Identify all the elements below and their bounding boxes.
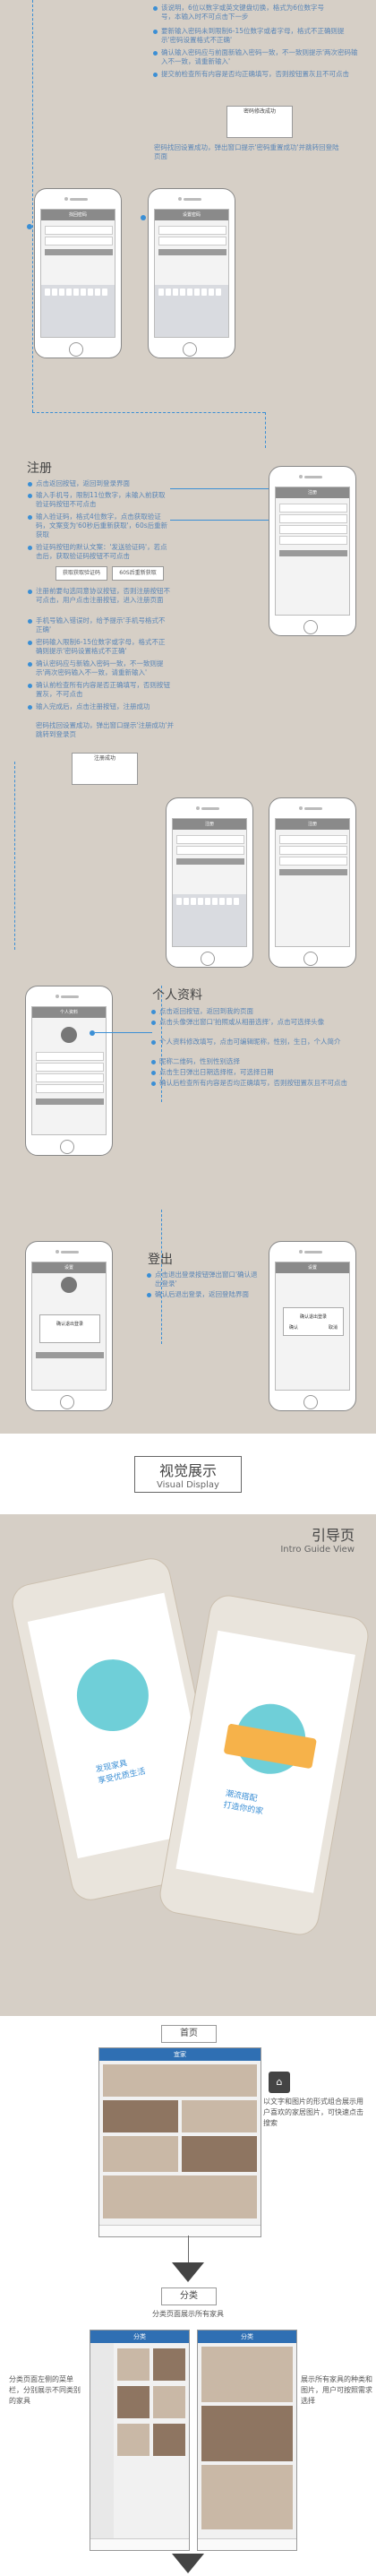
home-button (201, 952, 215, 966)
phone-logout-confirm: 设置 确认退出登录 确认 取消 (269, 1241, 356, 1411)
tab-bar[interactable] (90, 2538, 189, 2550)
phone-register-3: 注册 (269, 797, 356, 968)
house-icon: ⌂ (269, 2072, 290, 2093)
home-screen-mock: 宜家 (98, 2047, 261, 2237)
bullet-text: 昵称二维码，性别性别选择 (151, 1057, 356, 1066)
home-button (69, 342, 83, 357)
home-button (183, 342, 197, 357)
phone-reset-2: 设置密码 (148, 188, 235, 358)
annotation-line (95, 1032, 152, 1033)
logout-dialog: 确认退出登录 (39, 1314, 100, 1343)
category-title: 分类 (241, 2333, 253, 2340)
home-button (303, 952, 318, 966)
visual-title: 视觉展示 Visual Display (134, 1456, 242, 1493)
bullet-text: 点击返回按钮，返回到我的页面 (151, 1007, 356, 1016)
flow-line (188, 2236, 189, 2262)
tab-bar[interactable] (99, 2225, 261, 2236)
top-note: 密码找回设置成功，弹出窗口提示'密码重置成功'并跳转回登陆页面 (154, 143, 339, 160)
flow-arrow (172, 2262, 204, 2282)
phone-register-2: 注册 (166, 797, 253, 968)
confirm-button[interactable]: 确认 (289, 1325, 299, 1331)
bullet-text: 输入手机号，限制11位数字，未输入前获取验证码按钮不可点击 (28, 491, 170, 509)
guide-illustration (70, 1652, 156, 1738)
flow-category-box: 分类 (161, 2287, 217, 2305)
home-button (60, 1395, 74, 1409)
dashed-connector (161, 1210, 162, 1344)
bullet-text: 要新输入密码未到限制6-15位数字或者字母，格式不正确则提示'密码设置格式不正确… (153, 27, 358, 45)
bullet-text: 点击退出登录按钮弹出窗口'确认退出登录' (147, 1271, 262, 1288)
annotation-dot (90, 1030, 95, 1036)
annotation-dot (141, 215, 146, 220)
get-code-button[interactable]: 获取获取验证码 (56, 566, 107, 581)
phone-register-main: 注册 (269, 466, 356, 636)
bullet-text: 确认后退出登录，返回登陆界面 (147, 1290, 262, 1299)
dashed-connector (265, 412, 266, 448)
visual-title-en: Visual Display (157, 1480, 219, 1490)
register-tip: 注册成功 (72, 753, 138, 785)
bullet-text: 确认后检查所有内容是否均正确填写，否则按钮置灰且不可点击 (151, 1079, 356, 1088)
bullet-text: 验证码按钮的默认文案：'发送验证码'，若点击后，获取验证码按钮不可点击 (28, 543, 170, 561)
category-title: 分类 (133, 2333, 146, 2340)
category-screen-right: 分类 (197, 2330, 297, 2551)
bullet-text: 提交前检查所有内容是否均正确填写，否则按钮置灰且不可点击 (153, 70, 358, 79)
guide-slide-text: 发现家具 享受优质生活 (94, 1759, 147, 1787)
avatar[interactable] (61, 1027, 77, 1043)
bullet-text: 个人资料修改填写，点击可编辑昵称，性别，生日，个人简介 (151, 1038, 356, 1047)
logout-title: 登出 (148, 1253, 173, 1267)
visual-title-section (0, 1434, 376, 1514)
bullet-text: 确认前检查所有内容是否正确填写，否则按钮置灰，不可点击 (28, 681, 170, 698)
dialog-text: 确认退出登录 (299, 1314, 327, 1320)
annotation-dot (27, 224, 32, 229)
category-subtitle: 分类页面展示所有家具 (152, 2310, 224, 2318)
phone-profile: 个人资料 (25, 986, 113, 1156)
annotation-line (170, 488, 269, 489)
bullet-text: 手机号输入错误时，给予提示'手机号格式不正确' (28, 616, 170, 634)
dashed-connector (32, 412, 265, 413)
home-caption: 以文字和图片的形式组合展示用户喜欢的家居图片，可快速点击搜索 (263, 2098, 363, 2127)
bullet-text: 该说明，6位以数字或英文键盘切换，格式为6位数字号 (153, 4, 358, 13)
dashed-connector (32, 0, 33, 412)
category-screen-left: 分类 (90, 2330, 190, 2551)
bullet-text: 输入完成后，点击注册按钮，注册成功 (28, 702, 170, 711)
guide-slide-text: 潮流搭配 打造你的家 (222, 1789, 264, 1817)
success-tip: 密码修改成功 (226, 106, 293, 138)
home-button (303, 1395, 318, 1409)
register-note: 密码找回设置成功，弹出窗口提示'注册成功'并跳转到登录页 (36, 721, 175, 738)
bullet-text: 号，本输入时不可点击下一步 (161, 13, 249, 21)
bullet-text: 点击生日弹出日期选择框，可选择日期 (151, 1068, 356, 1077)
dashed-connector (14, 762, 15, 950)
bullet-text: 点击返回按钮，返回到登录界面 (28, 479, 170, 488)
dashed-connector (161, 986, 162, 1102)
annotation-line (170, 520, 269, 521)
visual-title-cn: 视觉展示 (158, 1462, 217, 1479)
bullet-text: 密码输入限制6-15位数字或字母，格式不正确则提示'密码设置格式不正确' (28, 638, 170, 656)
register-title: 注册 (27, 461, 52, 476)
app-title: 宜家 (174, 2051, 186, 2058)
bullet-text: 确认输入密码应与前面新输入密码一致，不一致则提示'两次密码输入不一致，请重新输入… (153, 48, 358, 65)
phone-logout: 设置 确认退出登录 (25, 1241, 113, 1411)
home-button (303, 620, 318, 634)
home-button (60, 1140, 74, 1154)
category-caption-right: 展示所有家具的种类和图片，用户可按照需求选择 (301, 2375, 372, 2405)
tab-bar[interactable] (198, 2538, 296, 2550)
resend-code-button[interactable]: 60S后重新获取 (112, 566, 164, 581)
bullet-text: 确认密码应与新输入密码一致，不一致则提示'两次密码输入不一致，请重新输入' (28, 659, 170, 677)
guide-title-cn: 引导页 (311, 1527, 355, 1544)
guide-title: 引导页 Intro Guide View (280, 1523, 355, 1555)
phone-reset-1: 找回密码 (34, 188, 122, 358)
flow-arrow (172, 2554, 204, 2573)
cancel-button[interactable]: 取消 (328, 1325, 338, 1331)
category-menu[interactable] (90, 2343, 114, 2539)
category-caption-left: 分类页面左侧的菜单栏，分别展示不同类别的家具 (9, 2375, 81, 2405)
flow-home-box: 首页 (161, 2025, 217, 2043)
bullet-text: 点击头像弹出窗口'拍照或从相册选择'，点击可选择头像 (151, 1018, 356, 1027)
bullet-text: 输入验证码，格式4位数字，点击获取验证码，文案变为'60秒后重新获取'，60s后… (28, 513, 170, 539)
profile-title: 个人资料 (152, 988, 202, 1003)
bullet-text: 注册前要勾选同意协议按钮，否则注册按钮不可点击，用户点击注册按钮，进入注册页面 (28, 587, 170, 604)
guide-title-en: Intro Guide View (280, 1545, 355, 1555)
